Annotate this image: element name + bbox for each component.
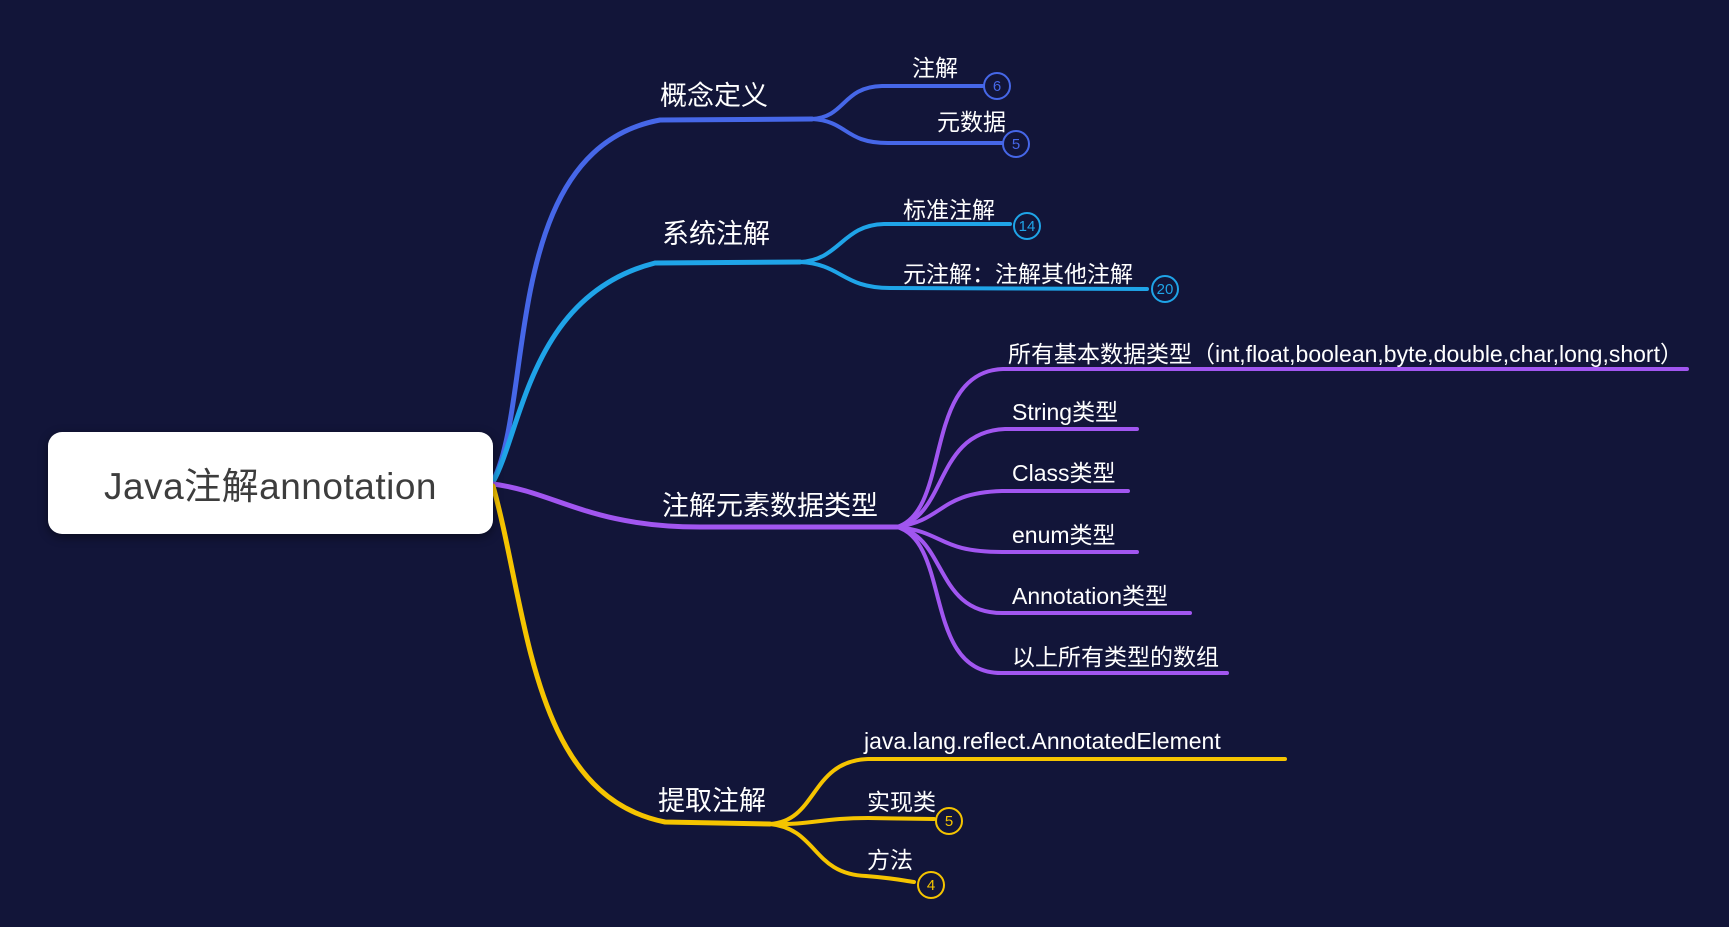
connector-line <box>490 483 773 827</box>
count-badge[interactable]: 6 <box>983 72 1011 100</box>
node-primitive-types[interactable]: 所有基本数据类型（int,float,boolean,byte,double,c… <box>1008 341 1683 367</box>
count-badge[interactable]: 4 <box>917 871 945 899</box>
connector-line <box>810 84 986 121</box>
connector-line <box>768 815 936 827</box>
node-enum-type[interactable]: enum类型 <box>1012 522 1116 548</box>
connector-line <box>895 525 1192 616</box>
connector-line <box>768 822 916 884</box>
connector-line <box>895 427 1139 529</box>
connector-line <box>895 525 1229 676</box>
node-annotation[interactable]: 注解 <box>912 55 958 81</box>
branch-system-annotations[interactable]: 系统注解 <box>662 219 770 249</box>
node-annotation-type[interactable]: Annotation类型 <box>1012 583 1168 609</box>
connector-line <box>810 117 1004 145</box>
branch-concept-definition[interactable]: 概念定义 <box>660 81 768 111</box>
branch-element-data-types[interactable]: 注解元素数据类型 <box>662 491 878 521</box>
node-array-of-types[interactable]: 以上所有类型的数组 <box>1012 644 1219 670</box>
root-node-label: Java注解annotation <box>104 466 437 507</box>
count-badge[interactable]: 5 <box>935 807 963 835</box>
node-metadata[interactable]: 元数据 <box>937 109 1006 135</box>
connector-line <box>768 757 1287 826</box>
node-impl-class[interactable]: 实现类 <box>867 789 936 815</box>
connector-line <box>490 116 815 484</box>
node-meta-annotations[interactable]: 元注解：注解其他注解 <box>903 261 1133 287</box>
node-method[interactable]: 方法 <box>867 847 913 873</box>
node-class-type[interactable]: Class类型 <box>1012 460 1116 486</box>
node-string-type[interactable]: String类型 <box>1012 399 1119 425</box>
root-node[interactable]: Java注解annotation <box>48 432 493 534</box>
node-annotated-element[interactable]: java.lang.reflect.AnnotatedElement <box>864 728 1221 754</box>
connector-line <box>490 481 900 530</box>
connector-line <box>895 525 1139 554</box>
connector-line <box>798 222 1012 264</box>
branch-extract-annotations[interactable]: 提取注解 <box>658 786 766 816</box>
connector-line <box>490 259 803 485</box>
connector-line <box>798 260 1149 291</box>
count-badge[interactable]: 5 <box>1002 130 1030 158</box>
count-badge[interactable]: 14 <box>1013 212 1041 240</box>
connector-line <box>895 489 1130 529</box>
count-badge[interactable]: 20 <box>1151 275 1179 303</box>
node-standard-annotations[interactable]: 标准注解 <box>903 197 995 223</box>
connector-line <box>895 367 1689 529</box>
